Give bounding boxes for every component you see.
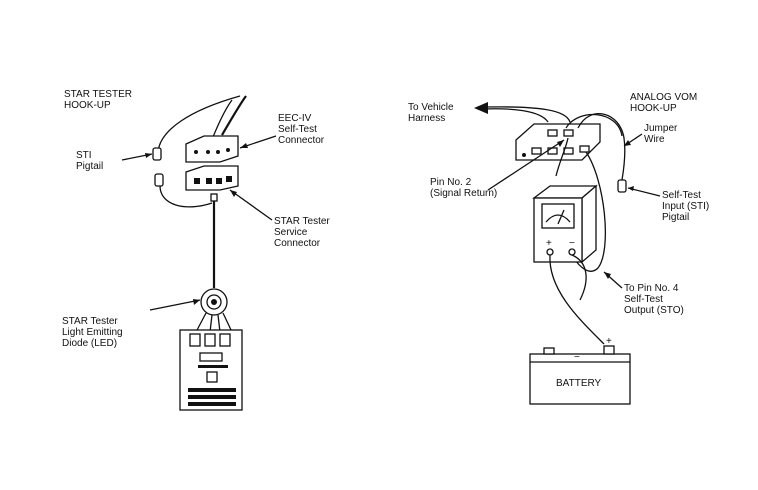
pin4-wire <box>571 151 606 272</box>
jumper-wire <box>577 113 626 181</box>
star-tester-hookup-panel: STAR TESTER HOOK-UP <box>62 89 330 411</box>
eec-connector-cable-2 <box>212 99 233 138</box>
service-connector-label-3: Connector <box>274 238 321 249</box>
service-connector-label-2: Service <box>274 227 308 238</box>
analog-vom-meter <box>532 184 598 264</box>
star-tester-service-connector <box>185 165 239 202</box>
vehicle-harness-label-2: Harness <box>408 113 445 124</box>
pin2-label-2: (Signal Return) <box>430 188 497 199</box>
led-label-3: Diode (LED) <box>62 338 117 349</box>
vehicle-harness-wire <box>483 108 549 123</box>
pin2-leader <box>487 139 565 191</box>
analog-vom-title-sub: HOOK-UP <box>630 103 677 114</box>
vehicle-harness-label: To Vehicle <box>408 102 454 113</box>
pin2-wire <box>555 137 569 177</box>
meter-positive-lead <box>549 254 605 345</box>
eec-connector-label: EEC-IV <box>278 113 312 124</box>
battery <box>529 345 631 405</box>
sti-input-pigtail <box>617 179 627 193</box>
sti-input-label-2: Input (STI) <box>662 201 709 212</box>
service-connector-jumper <box>159 185 213 208</box>
sti-pigtail-connector <box>152 147 162 161</box>
led-label-2: Light Emitting <box>62 327 123 338</box>
pin4-label-3: Output (STO) <box>624 305 684 316</box>
led-leader <box>149 299 201 311</box>
service-connector-leader <box>229 189 273 221</box>
battery-plus-label: + <box>606 336 612 347</box>
battery-label: BATTERY <box>556 378 602 389</box>
sti-pigtail-wire <box>157 95 241 153</box>
pin2-label: Pin No. 2 <box>430 177 472 188</box>
sti-pigtail-label: STI <box>76 150 92 161</box>
meter-minus-label: − <box>569 238 575 249</box>
eec-connector-cable <box>221 95 247 136</box>
led-label: STAR Tester <box>62 316 118 327</box>
battery-minus-label: − <box>574 352 580 363</box>
pin4-label-2: Self-Test <box>624 294 663 305</box>
star-tester-title: STAR TESTER <box>64 89 132 100</box>
analog-vom-title: ANALOG VOM <box>630 92 697 103</box>
eec-iv-self-test-connector <box>185 135 239 163</box>
eec-connector-label-2: Self-Test <box>278 124 317 135</box>
vehicle-harness-arrow <box>474 102 488 114</box>
service-connector-label: STAR Tester <box>274 216 330 227</box>
sti-pigtail-label-2: Pigtail <box>76 161 103 172</box>
sti-input-label-3: Pigtail <box>662 212 689 223</box>
led-wires <box>195 312 233 333</box>
analog-vom-hookup-panel: ANALOG VOM HOOK-UP <box>408 92 709 405</box>
star-tester-title-sub: HOOK-UP <box>64 100 111 111</box>
sti-pigtail-connector-2 <box>154 173 164 187</box>
meter-negative-lead <box>571 254 587 301</box>
sti-input-label: Self-Test <box>662 190 701 201</box>
eec-connector-label-3: Connector <box>278 135 325 146</box>
meter-plus-label: + <box>546 238 552 249</box>
pin4-label: To Pin No. 4 <box>624 283 679 294</box>
jumper-wire-label-2: Wire <box>644 134 665 145</box>
star-tester-led <box>200 288 228 316</box>
vehicle-harness-wire-2 <box>483 106 571 123</box>
jumper-wire-label: Jumper <box>644 123 678 134</box>
star-tester-body <box>179 329 243 411</box>
jumper-wire-2 <box>565 114 623 137</box>
